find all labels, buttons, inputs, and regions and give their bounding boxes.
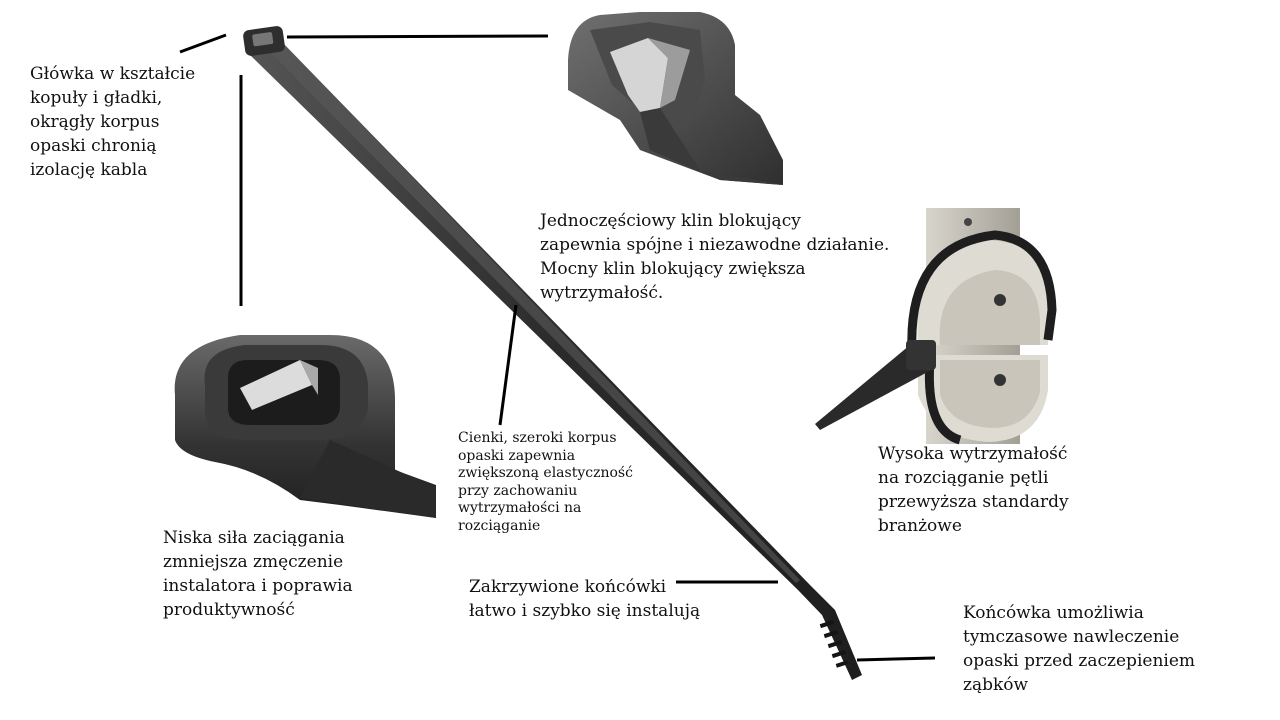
label-head-dome: Główka w kształcie kopuły i gładki, okrą…: [30, 64, 196, 180]
label-low-force: Niska siła zaciągania zmniejsza zmęczeni…: [163, 528, 353, 620]
label-curved-tips: Zakrzywione końcówki łatwo i szybko się …: [469, 577, 701, 621]
locking-wedge-cutaway-illustration: [568, 12, 783, 185]
cable-tie-illustration: [243, 26, 862, 680]
loop-tensile-test-illustration: [815, 208, 1057, 445]
label-thin-body: Cienki, szeroki korpus opaski zapewnia z…: [458, 430, 633, 534]
leader-line-thin-body: [498, 304, 518, 426]
label-tip-threading: Końcówka umożliwia tymczasowe nawleczeni…: [963, 603, 1196, 695]
leader-line-tip: [856, 656, 936, 662]
label-locking-wedge: Jednoczęściowy klin blokujący zapewnia s…: [540, 211, 890, 303]
leader-line-wedge: [286, 34, 549, 39]
head-closeup-illustration: [174, 335, 436, 518]
tip-serrations: [819, 619, 849, 668]
leader-lines: [179, 33, 936, 662]
leader-line-head: [179, 33, 227, 54]
label-loop-strength: Wysoka wytrzymałość na rozciąganie pętli…: [878, 444, 1069, 536]
